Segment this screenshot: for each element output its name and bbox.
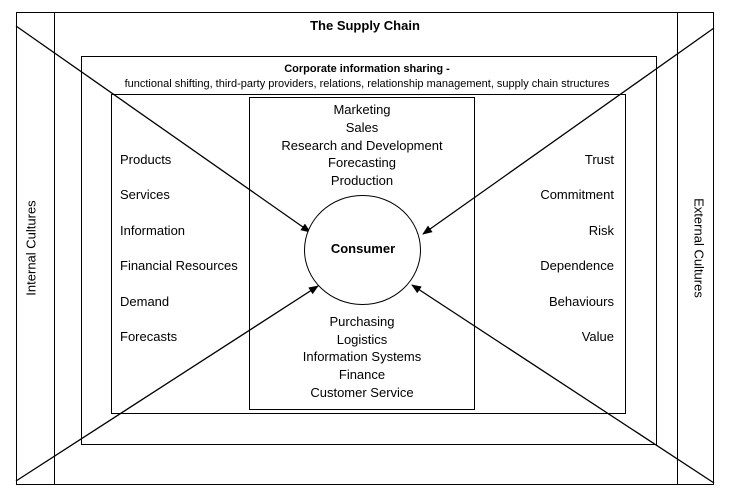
- flow-demand: Demand: [120, 294, 170, 309]
- function-research-development: Research and Development: [281, 138, 443, 153]
- arrow-top-left: [15, 25, 311, 233]
- function-marketing: Marketing: [333, 102, 391, 117]
- internal-cultures-strip: [16, 12, 55, 485]
- consumer-circle: [304, 195, 421, 305]
- factor-risk: Risk: [588, 223, 614, 238]
- function-finance: Finance: [338, 367, 386, 382]
- arrow-bottom-right: [411, 284, 715, 484]
- consumer-label: Consumer: [330, 241, 396, 256]
- flow-information: Information: [120, 223, 186, 238]
- flow-services: Services: [120, 187, 170, 202]
- internal-cultures-label: Internal Cultures: [23, 200, 39, 296]
- function-purchasing: Purchasing: [329, 314, 395, 329]
- factor-dependence: Dependence: [540, 258, 614, 273]
- function-sales: Sales: [345, 120, 379, 135]
- external-cultures-strip: [677, 12, 714, 485]
- function-forecasting: Forecasting: [328, 155, 396, 170]
- arrow-top-right: [422, 27, 715, 235]
- flow-products: Products: [120, 152, 172, 167]
- information-sharing-box: [81, 56, 657, 445]
- arrow-bottom-left: [15, 285, 319, 482]
- factor-commitment: Commitment: [540, 187, 614, 202]
- flows-box: [111, 94, 626, 414]
- info-sharing-subtitle: functional shifting, third-party provide…: [124, 78, 610, 90]
- function-customer-service: Customer Service: [310, 385, 414, 400]
- function-production: Production: [330, 173, 394, 188]
- function-information-systems: Information Systems: [302, 349, 422, 364]
- factor-trust: Trust: [584, 152, 614, 167]
- info-sharing-title: Corporate information sharing -: [284, 63, 450, 75]
- functions-box: [249, 97, 475, 410]
- flow-forecasts: Forecasts: [120, 329, 178, 344]
- flow-financial-resources: Financial Resources: [120, 258, 238, 273]
- function-logistics: Logistics: [336, 332, 388, 347]
- external-cultures-label: External Cultures: [691, 198, 707, 298]
- factor-value: Value: [581, 329, 614, 344]
- factor-behaviours: Behaviours: [548, 294, 614, 309]
- diagram-title: The Supply Chain: [310, 18, 420, 33]
